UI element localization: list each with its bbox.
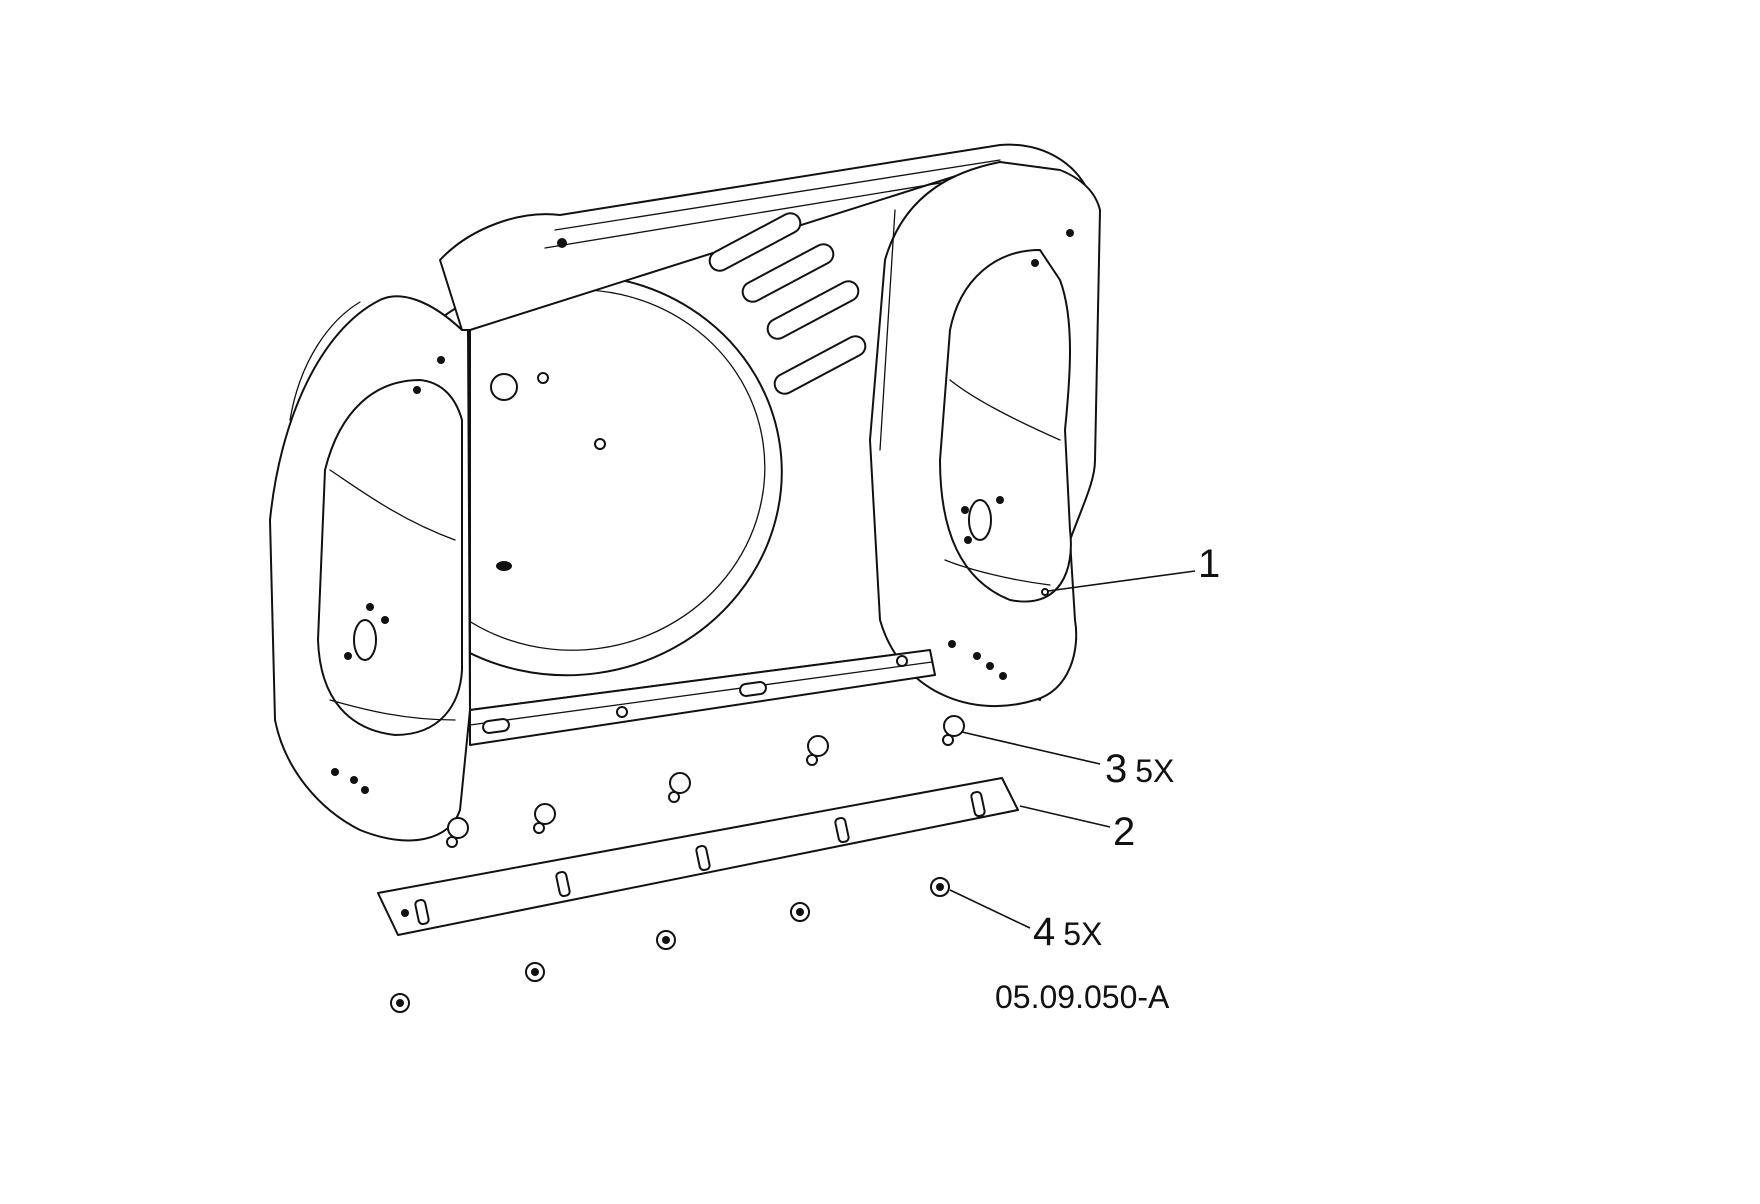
leader-4 xyxy=(949,889,1031,929)
part-3-carriage-bolts xyxy=(446,715,965,848)
leader-lines xyxy=(949,570,1196,929)
bolt xyxy=(446,817,469,848)
nut xyxy=(790,902,810,922)
right-side-opening xyxy=(939,249,1072,603)
housing-bottom-flange xyxy=(469,649,936,746)
nut xyxy=(930,877,950,897)
part-1-auger-housing xyxy=(269,143,1101,842)
left-side-opening xyxy=(317,379,463,736)
back-wall-slots xyxy=(708,212,867,395)
nut xyxy=(390,993,410,1013)
nut xyxy=(525,962,545,982)
drawing-code: 05.09.050-A xyxy=(995,979,1170,1015)
leader-3 xyxy=(961,731,1101,765)
nut xyxy=(656,930,676,950)
leader-2 xyxy=(1019,805,1111,828)
bolt xyxy=(533,803,556,834)
callout-1-label: 1 xyxy=(1198,542,1220,586)
callout-1-anchor xyxy=(1041,588,1049,596)
bolt xyxy=(942,715,965,746)
leader-1 xyxy=(1047,570,1196,592)
bolt xyxy=(668,772,691,803)
bolt xyxy=(806,735,829,766)
callout-2-label: 2 xyxy=(1113,810,1135,854)
part-4-nuts xyxy=(390,877,950,1013)
part-2-scraper-bar xyxy=(377,777,1019,936)
